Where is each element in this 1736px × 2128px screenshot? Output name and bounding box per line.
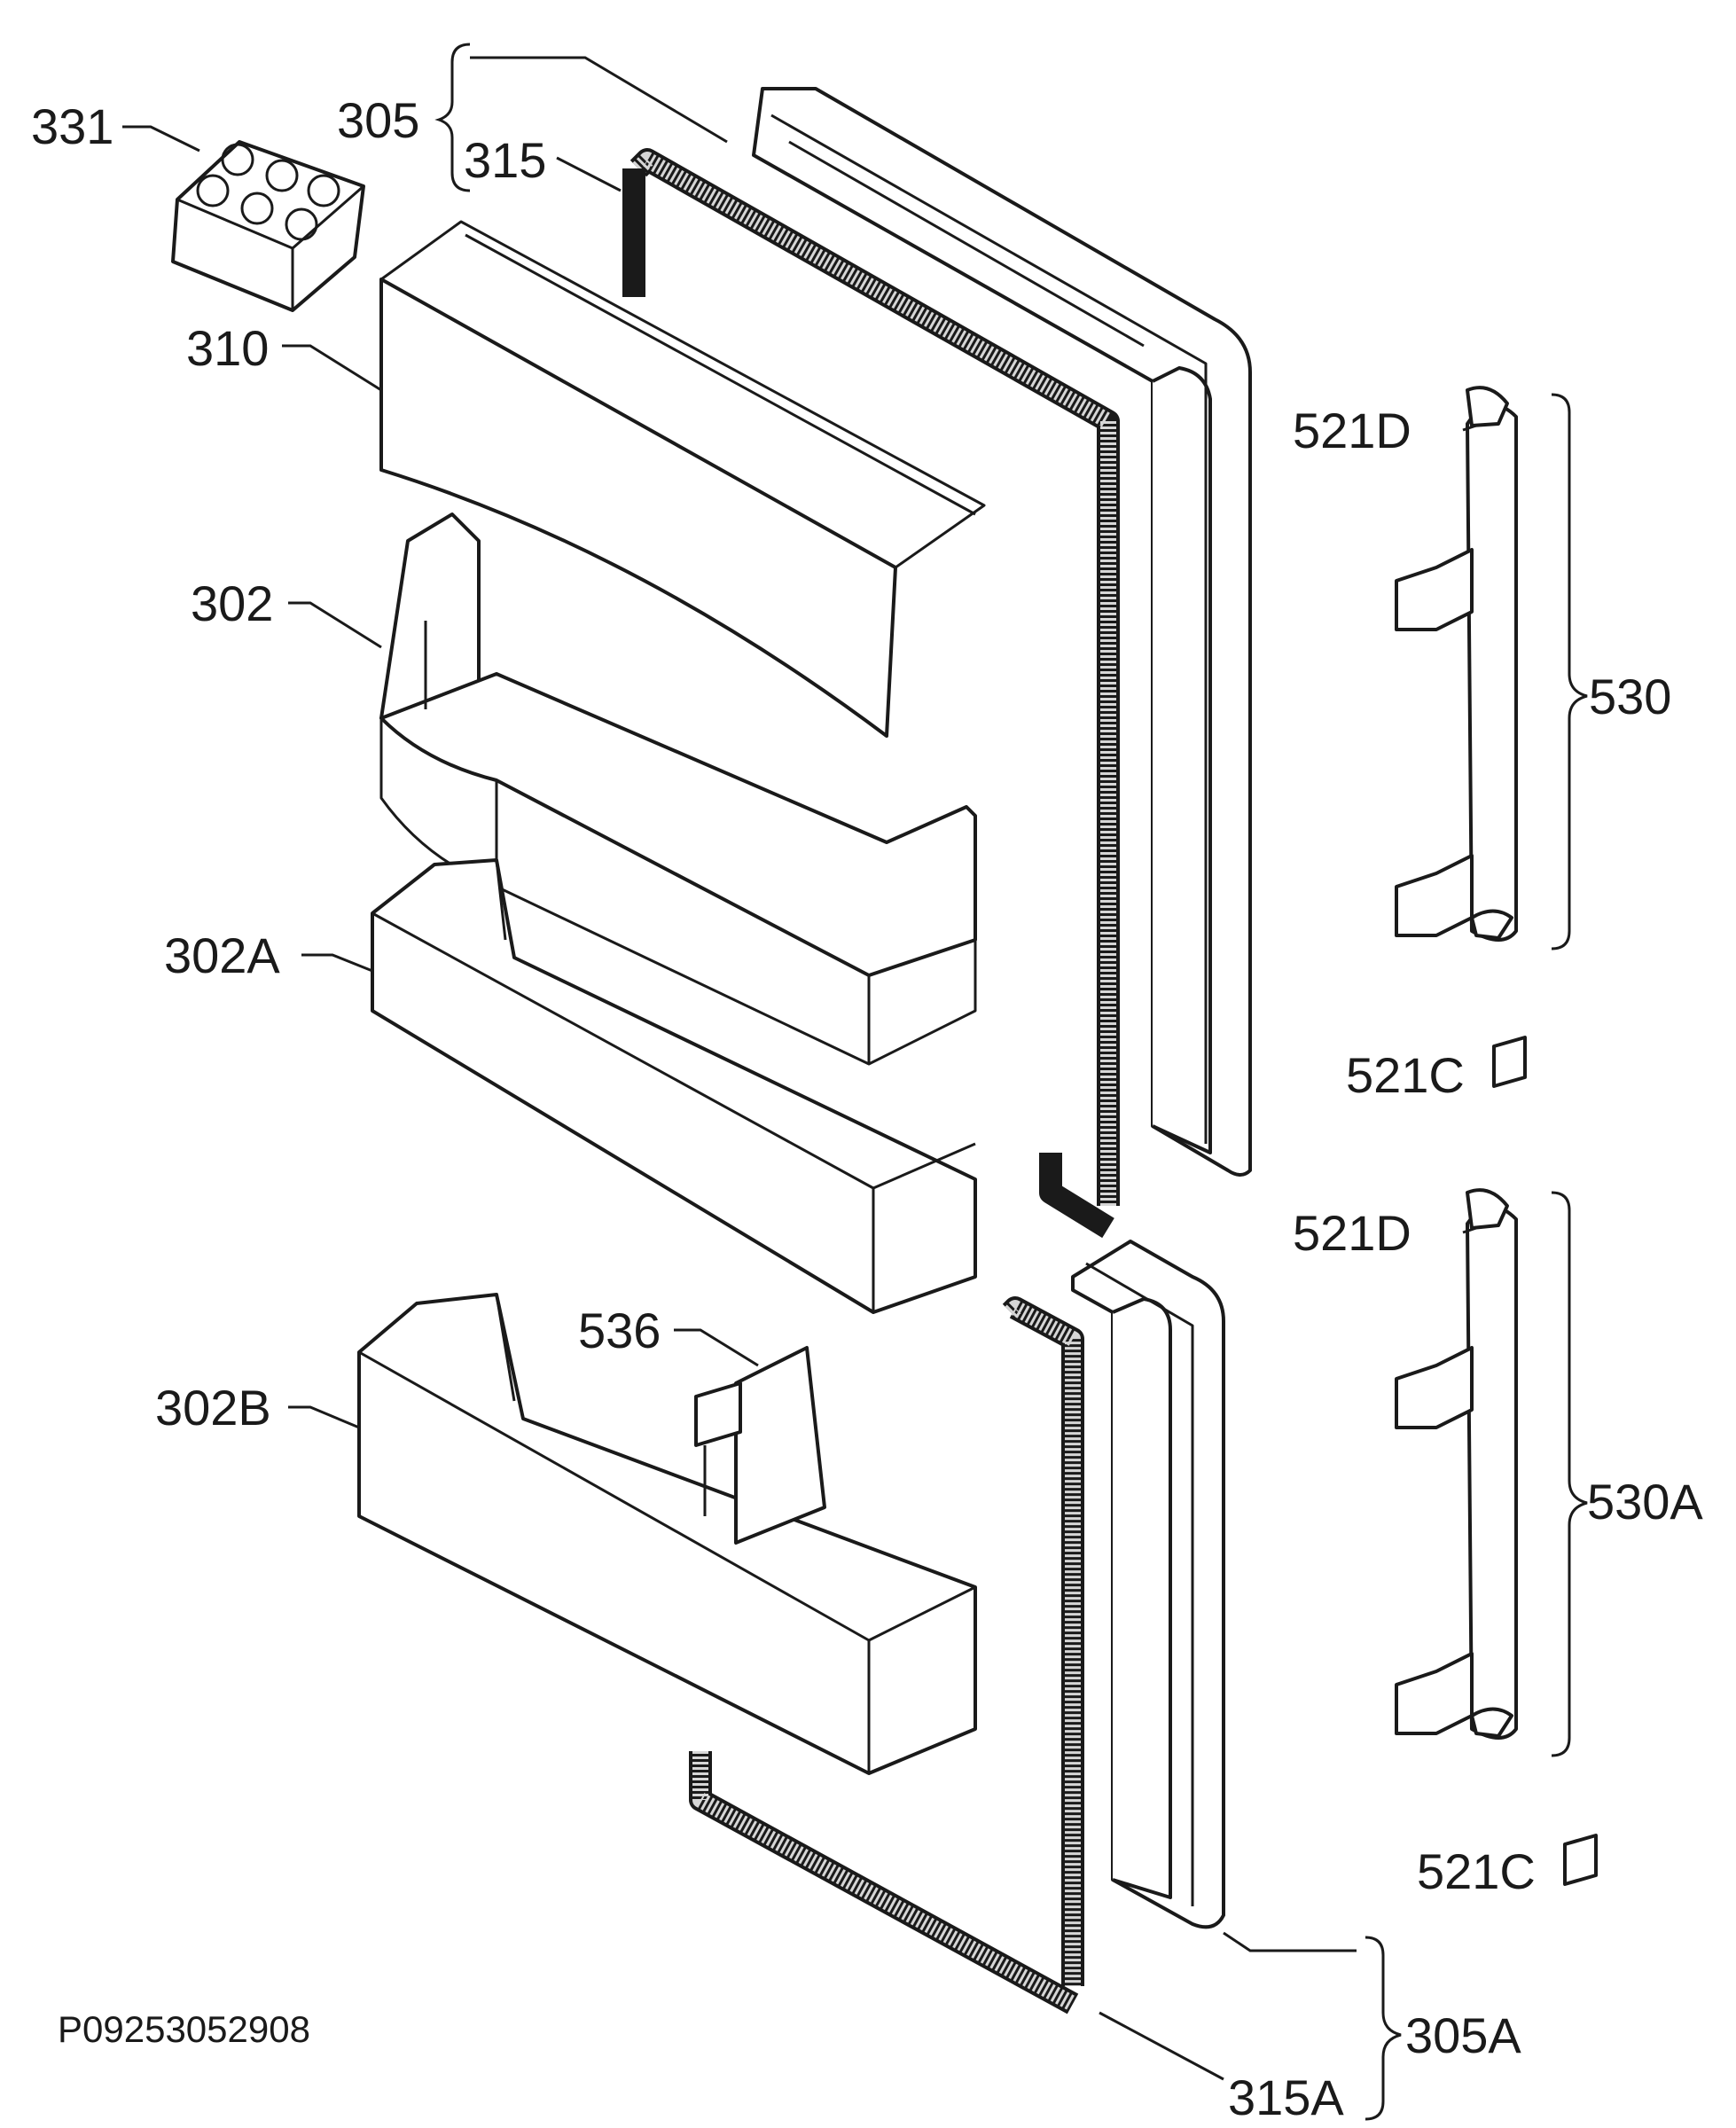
leader-302A [301,953,373,973]
brace-530 [1551,393,1588,951]
label-530: 530 [1589,669,1671,724]
leader-315 [556,156,622,192]
label-310: 310 [186,320,269,376]
upper-door-305[interactable] [752,87,1252,1177]
lower-hinge-530A[interactable] [1395,1188,1518,1740]
upper-gasket-315[interactable] [622,148,1120,1239]
label-302: 302 [191,575,273,631]
cap-521C-bottom[interactable] [1563,1834,1598,1886]
leader-302 [288,601,382,649]
divider-536[interactable] [694,1346,826,1545]
leader-331 [122,125,200,153]
label-315A: 315A [1228,2069,1344,2125]
leader-521D-bottom [1462,1226,1477,1234]
lid-310[interactable] [379,220,986,738]
door-shelf-302A[interactable] [371,858,977,1314]
leader-310 [282,344,382,392]
label-305A: 305A [1405,2007,1521,2063]
label-530A: 530A [1587,1474,1703,1530]
label-305: 305 [337,92,419,148]
egg-tray-331[interactable] [171,140,365,312]
label-315: 315 [464,132,546,188]
drawing-code: P09253052908 [58,2008,310,2050]
leader-305A [1223,1931,1357,1952]
door-shelf-302[interactable] [379,512,977,1066]
label-302A: 302A [164,927,280,983]
upper-hinge-530[interactable] [1395,386,1518,942]
label-331: 331 [31,98,113,154]
leader-305 [470,56,728,144]
brace-305 [434,43,471,192]
label-521C-top: 521C [1346,1047,1465,1103]
brace-305A [1365,1936,1402,2121]
brace-530A [1551,1191,1588,1757]
door-shelf-302B[interactable] [357,1293,977,1775]
label-521D-top: 521D [1293,403,1411,458]
label-302B: 302B [155,1380,271,1436]
lower-door-305A[interactable] [1071,1240,1225,1929]
leader-315A [1099,2011,1224,2081]
lower-gasket-315A[interactable] [689,1296,1084,2015]
cap-521C-top[interactable] [1492,1036,1527,1088]
label-521D-bottom: 521D [1293,1205,1411,1261]
leader-302B [288,1405,360,1429]
label-536: 536 [578,1303,661,1358]
leader-521D-top [1462,424,1477,432]
label-521C-bottom: 521C [1417,1843,1536,1899]
leader-536 [674,1328,759,1367]
